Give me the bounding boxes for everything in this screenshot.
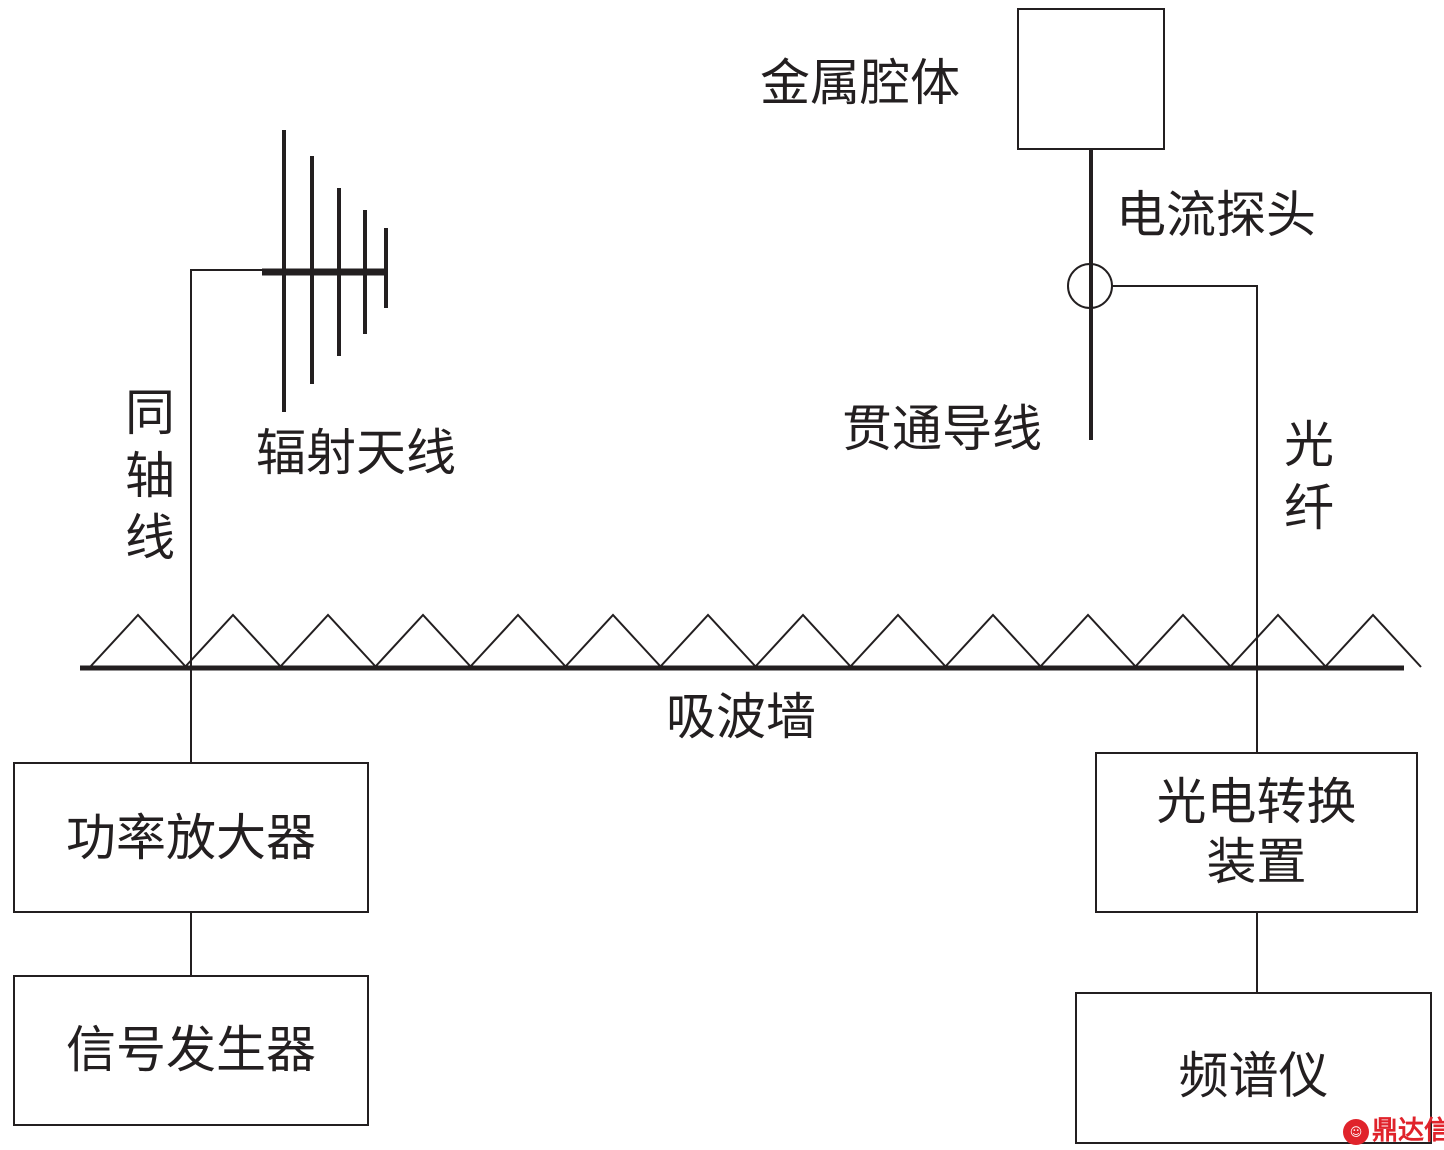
absorber-pyramids <box>89 613 1422 668</box>
optical-fiber-line <box>1112 285 1258 753</box>
absorber-pyramid <box>184 613 282 668</box>
coaxial-cable-line <box>190 269 265 762</box>
absorber-pyramid <box>659 613 757 668</box>
power-amplifier-box <box>13 762 369 913</box>
absorber-wall-label: 吸波墙 <box>666 688 816 746</box>
power-amplifier-label: 功率放大器 <box>66 809 316 867</box>
coaxial-cable-label: 同轴线 <box>125 384 175 567</box>
absorber-pyramid <box>89 613 187 668</box>
absorber-pyramid <box>1229 613 1327 668</box>
metal-cavity-label: 金属腔体 <box>760 54 960 112</box>
absorber-pyramid <box>754 613 852 668</box>
watermark: ☺鼎达信 <box>1343 1110 1444 1147</box>
feedthrough-wire-label: 贯通导线 <box>842 400 1042 458</box>
signal-generator-label: 信号发生器 <box>66 1021 316 1079</box>
signal-generator-box <box>13 975 369 1126</box>
oe-converter-label-line1: 光电转换 <box>1156 773 1357 831</box>
spectrum-analyzer-label: 频谱仪 <box>1178 1047 1329 1105</box>
absorber-pyramid <box>944 613 1042 668</box>
absorber-pyramid <box>849 613 947 668</box>
oe-converter-box <box>1095 752 1418 913</box>
current-probe-label: 电流探头 <box>1116 186 1316 244</box>
spectrum-analyzer-box <box>1075 992 1432 1144</box>
absorber-pyramid <box>1324 613 1422 668</box>
radiating-antenna-label: 辐射天线 <box>256 424 456 482</box>
watermark-text: 鼎达信 <box>1372 1116 1444 1146</box>
oe-converter-label: 光电转换 装置 <box>1096 772 1417 892</box>
absorber-pyramid <box>1039 613 1137 668</box>
optical-fiber-label: 光纤 <box>1284 416 1334 537</box>
absorber-pyramid <box>279 613 377 668</box>
metal-cavity-box <box>1017 8 1165 150</box>
oe-converter-label-line2: 装置 <box>1206 833 1307 891</box>
absorber-pyramid <box>374 613 472 668</box>
absorber-pyramid <box>1134 613 1232 668</box>
absorber-pyramid <box>564 613 662 668</box>
absorber-pyramid <box>469 613 567 668</box>
watermark-logo-icon: ☺ <box>1343 1118 1369 1145</box>
